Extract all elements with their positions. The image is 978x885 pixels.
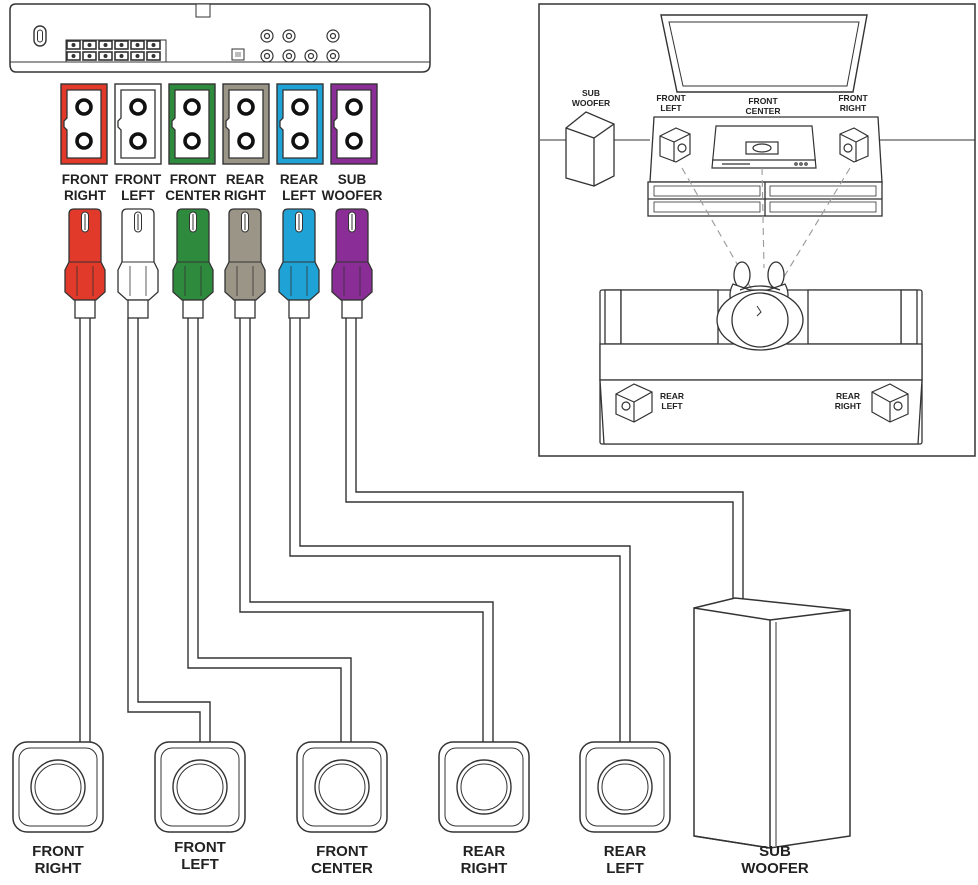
speaker-label-rear-left-2: LEFT bbox=[606, 860, 644, 877]
connector-label-sub-woofer-1: SUB bbox=[338, 172, 367, 187]
room-labels: SUB WOOFER FRONT LEFT FRONT CENTER FRONT… bbox=[572, 88, 869, 411]
sofa bbox=[599, 289, 923, 445]
speaker-label-rear-right-1: REAR bbox=[463, 843, 506, 860]
speaker-terminal-block bbox=[65, 39, 167, 63]
cable-front-center bbox=[187, 318, 352, 742]
speaker-label-front-right-1: FRONT bbox=[32, 843, 84, 860]
room-front-left-speaker bbox=[659, 127, 691, 163]
room-label-front-center-2: CENTER bbox=[746, 106, 781, 116]
connector-label-rear-right-2: RIGHT bbox=[224, 188, 267, 203]
power-socket-icon bbox=[33, 25, 47, 47]
speaker-front-left bbox=[154, 741, 246, 833]
speaker-rear-left bbox=[579, 741, 671, 833]
room-label-front-center-1: FRONT bbox=[748, 96, 778, 106]
plug-rear-left bbox=[278, 208, 320, 319]
connector-label-front-center-2: CENTER bbox=[165, 188, 221, 203]
speaker-front-right bbox=[12, 741, 104, 833]
connector-label-rear-left-2: LEFT bbox=[282, 188, 316, 203]
connector-label-front-center-1: FRONT bbox=[170, 172, 217, 187]
speaker-label-rear-left-1: REAR bbox=[604, 843, 647, 860]
socket-rear-right bbox=[222, 83, 270, 165]
rca-jacks bbox=[260, 29, 340, 63]
cable-front-left bbox=[127, 318, 211, 742]
receiver-back-panel bbox=[9, 3, 431, 73]
plug-sub-woofer bbox=[331, 208, 373, 319]
speakers bbox=[12, 741, 671, 833]
room-label-sub-woofer-1: SUB bbox=[582, 88, 600, 98]
plug-front-left bbox=[117, 208, 159, 319]
plug-front-center bbox=[172, 208, 214, 319]
room-rear-left-speaker bbox=[615, 383, 653, 423]
room-layout-inset: SUB WOOFER FRONT LEFT FRONT CENTER FRONT… bbox=[538, 3, 976, 457]
cable-sub-woofer bbox=[345, 318, 744, 608]
plug-front-right bbox=[64, 208, 106, 319]
room-rear-right-speaker bbox=[871, 383, 909, 423]
color-sockets bbox=[60, 83, 378, 165]
speaker-label-rear-right-2: RIGHT bbox=[461, 860, 508, 877]
connector-label-front-left-1: FRONT bbox=[115, 172, 162, 187]
room-label-front-left-1: FRONT bbox=[656, 93, 686, 103]
connector-labels: FRONT RIGHT FRONT LEFT FRONT CENTER REAR… bbox=[62, 172, 383, 203]
subwoofer-box bbox=[693, 597, 851, 849]
room-label-rear-left-1: REAR bbox=[660, 391, 684, 401]
speaker-rear-right bbox=[438, 741, 530, 833]
cable-rear-left bbox=[289, 318, 631, 742]
speaker-label-front-center-2: CENTER bbox=[311, 860, 373, 877]
socket-front-center bbox=[168, 83, 216, 165]
socket-front-left bbox=[114, 83, 162, 165]
room-label-rear-left-2: LEFT bbox=[661, 401, 683, 411]
color-plugs bbox=[64, 208, 373, 319]
room-label-front-right-2: RIGHT bbox=[840, 103, 867, 113]
connector-label-front-left-2: LEFT bbox=[121, 188, 155, 203]
connector-label-rear-right-1: REAR bbox=[226, 172, 265, 187]
tv-icon bbox=[660, 14, 868, 93]
socket-sub-woofer bbox=[330, 83, 378, 165]
room-label-sub-woofer-2: WOOFER bbox=[572, 98, 610, 108]
speaker-label-front-right-2: RIGHT bbox=[35, 860, 82, 877]
plug-rear-right bbox=[224, 208, 266, 319]
room-label-rear-right-2: RIGHT bbox=[835, 401, 862, 411]
speaker-label-sub-woofer-1: SUB bbox=[759, 843, 791, 860]
room-front-right-speaker bbox=[839, 127, 869, 163]
speaker-label-sub-woofer-2: WOOFER bbox=[741, 860, 809, 877]
speaker-label-front-left-2: LEFT bbox=[181, 856, 219, 873]
socket-rear-left bbox=[276, 83, 324, 165]
room-label-front-right-1: FRONT bbox=[838, 93, 868, 103]
person-icon bbox=[716, 261, 804, 351]
connector-label-front-right-1: FRONT bbox=[62, 172, 109, 187]
speaker-labels: FRONT RIGHT FRONT LEFT FRONT CENTER REAR… bbox=[32, 839, 809, 877]
room-center-unit bbox=[711, 125, 817, 169]
cable-rear-right bbox=[239, 318, 494, 742]
connector-label-sub-woofer-2: WOOFER bbox=[322, 188, 383, 203]
room-label-rear-right-1: REAR bbox=[836, 391, 860, 401]
speaker-front-center bbox=[296, 741, 388, 833]
room-label-front-left-2: LEFT bbox=[660, 103, 682, 113]
optical-port-icon bbox=[231, 48, 245, 61]
speaker-cables bbox=[79, 318, 744, 742]
cable-front-right bbox=[79, 318, 91, 742]
socket-front-right bbox=[60, 83, 108, 165]
connector-label-rear-left-1: REAR bbox=[280, 172, 319, 187]
speaker-label-front-center-1: FRONT bbox=[316, 843, 368, 860]
connector-label-front-right-2: RIGHT bbox=[64, 188, 107, 203]
room-subwoofer bbox=[565, 111, 615, 187]
speaker-label-front-left-1: FRONT bbox=[174, 839, 226, 856]
